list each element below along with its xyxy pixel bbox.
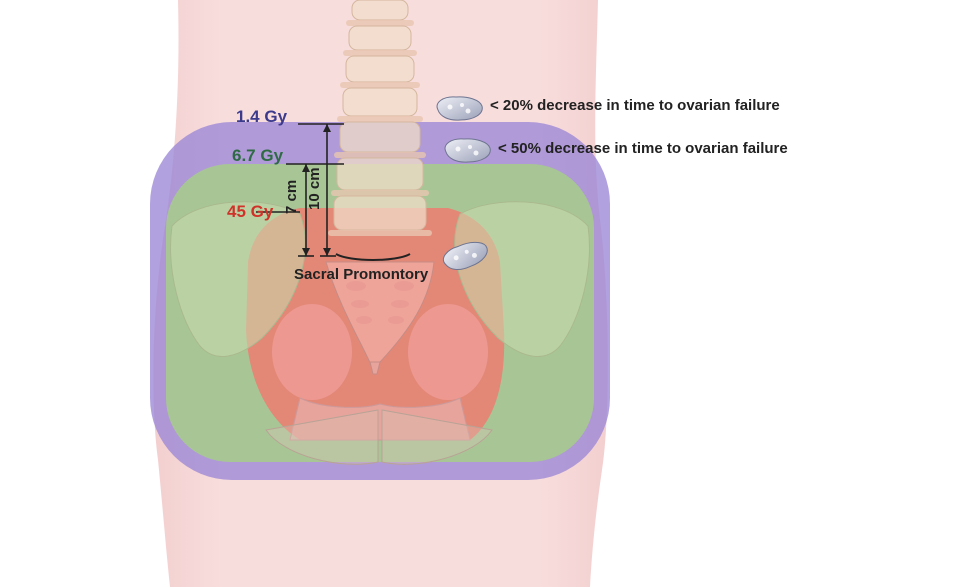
- annotation-50-percent: < 50% decrease in time to ovarian failur…: [498, 141, 788, 156]
- intervertebral-disc: [340, 82, 420, 88]
- dose-label-inner: 45 Gy: [227, 203, 273, 220]
- measurement-label-7cm: 7 cm: [284, 180, 299, 214]
- vertebra: [334, 196, 426, 230]
- intervertebral-disc: [328, 230, 432, 236]
- sacral-promontory-label: Sacral Promontory: [294, 267, 428, 282]
- intervertebral-disc: [334, 152, 426, 158]
- vertebra: [349, 26, 411, 50]
- ovary-icon: [445, 139, 490, 162]
- vertebra: [340, 122, 420, 152]
- dose-label-middle: 6.7 Gy: [232, 147, 283, 164]
- vertebra: [346, 56, 414, 82]
- ovary-icon: [437, 97, 482, 120]
- intervertebral-disc: [331, 190, 429, 196]
- vertebra: [337, 158, 423, 190]
- dose-label-outer: 1.4 Gy: [236, 108, 287, 125]
- intervertebral-disc: [346, 20, 414, 26]
- vertebra: [352, 0, 408, 20]
- intervertebral-disc: [337, 116, 423, 122]
- right-obturator: [408, 304, 488, 400]
- vertebra: [343, 88, 417, 116]
- measurement-label-10cm: 10 cm: [307, 167, 322, 210]
- intervertebral-disc: [343, 50, 417, 56]
- left-obturator: [272, 304, 352, 400]
- annotation-20-percent: < 20% decrease in time to ovarian failur…: [490, 98, 780, 113]
